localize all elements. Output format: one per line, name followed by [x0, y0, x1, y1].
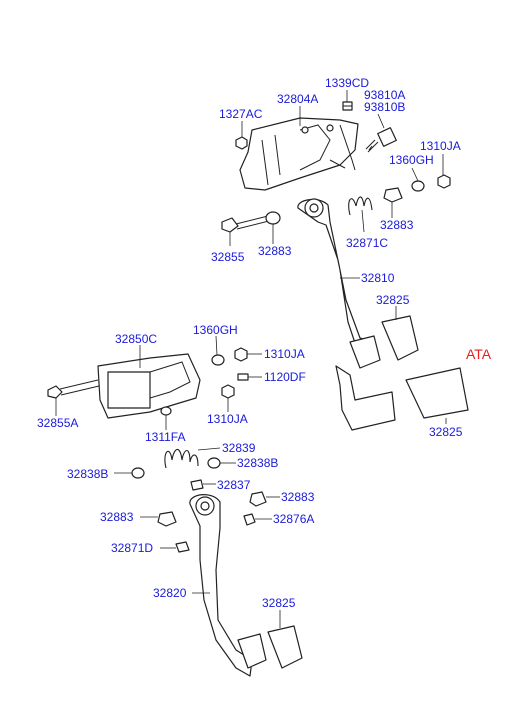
ata-pedal — [335, 365, 469, 431]
callout-32837: 32837 — [217, 478, 251, 492]
spring-32871C — [348, 196, 373, 216]
callout-32804A: 32804A — [277, 92, 319, 106]
bushing-32883-b — [265, 211, 281, 225]
bushing-32838B-right — [207, 457, 221, 469]
callout-1360GH-mid: 1360GH — [193, 323, 238, 337]
callout-32871C: 32871C — [346, 236, 389, 250]
callout-32883-b: 32883 — [258, 244, 292, 258]
bushing-32838B-left — [131, 467, 145, 479]
nut-1327AC — [235, 136, 248, 150]
callout-32810: 32810 — [361, 271, 395, 285]
nut-1310JA-mid — [234, 347, 248, 362]
callout-1310JA-low: 1310JA — [207, 412, 248, 426]
callout-1120DF: 1120DF — [264, 370, 306, 384]
leader-lines — [55, 90, 447, 628]
bracket-32850C — [97, 353, 201, 419]
bushing-32883-d — [157, 511, 177, 527]
callout-32876A: 32876A — [273, 512, 315, 526]
bolt-1120DF — [237, 373, 249, 381]
callout-32871D: 32871D — [111, 541, 154, 555]
nut-1339CD — [342, 101, 353, 111]
callout-1339CD: 1339CD — [325, 76, 370, 90]
callout-32838B-left: 32838B — [67, 467, 109, 481]
callout-32825-c: 32825 — [429, 425, 463, 439]
callout-1311FA: 1311FA — [145, 430, 186, 444]
pedal-arm-32820 — [189, 494, 267, 677]
callout-1310JA-top: 1310JA — [420, 139, 461, 153]
bushing-32883-a — [383, 187, 403, 203]
spring-32839 — [164, 448, 199, 469]
callout-32850C: 32850C — [115, 332, 158, 346]
stopper-32871D — [175, 541, 190, 553]
callout-ata: ATA — [466, 346, 492, 362]
callout-1327AC: 1327AC — [219, 107, 263, 121]
callout-32839: 32839 — [222, 441, 256, 455]
bolt-32855A — [47, 379, 100, 399]
callout-93810B: 93810B — [364, 100, 406, 114]
callout-1360GH-top: 1360GH — [389, 153, 434, 167]
callout-32855: 32855 — [211, 250, 245, 264]
callout-32883-c: 32883 — [281, 490, 315, 504]
callout-32825-a: 32825 — [376, 293, 410, 307]
callout-32825-b: 32825 — [262, 596, 296, 610]
callout-32838B-right: 32838B — [237, 456, 279, 470]
pedal-pad-32825-c — [267, 625, 303, 669]
callout-32820: 32820 — [153, 586, 187, 600]
nut-1310JA-low — [221, 384, 235, 399]
washer-1311FA — [160, 406, 172, 416]
pedal-arm-32810 — [297, 198, 381, 369]
bracket-32804A — [239, 117, 359, 191]
switch-93810A — [365, 127, 397, 153]
nut-1310JA-top — [437, 174, 451, 189]
callout-1310JA-mid: 1310JA — [264, 347, 305, 361]
clip-32837 — [190, 479, 204, 491]
callout-32883-a: 32883 — [380, 218, 414, 232]
bushing-32883-c — [249, 491, 267, 507]
stopper-32876A — [243, 513, 256, 526]
callout-32855A: 32855A — [37, 416, 79, 430]
washer-1360GH-mid — [211, 354, 225, 366]
callout-93810A: 93810A — [364, 88, 406, 102]
washer-1360GH-top — [411, 180, 425, 192]
callout-32883-d: 32883 — [100, 510, 134, 524]
pedal-pad-32825-a — [381, 315, 419, 361]
